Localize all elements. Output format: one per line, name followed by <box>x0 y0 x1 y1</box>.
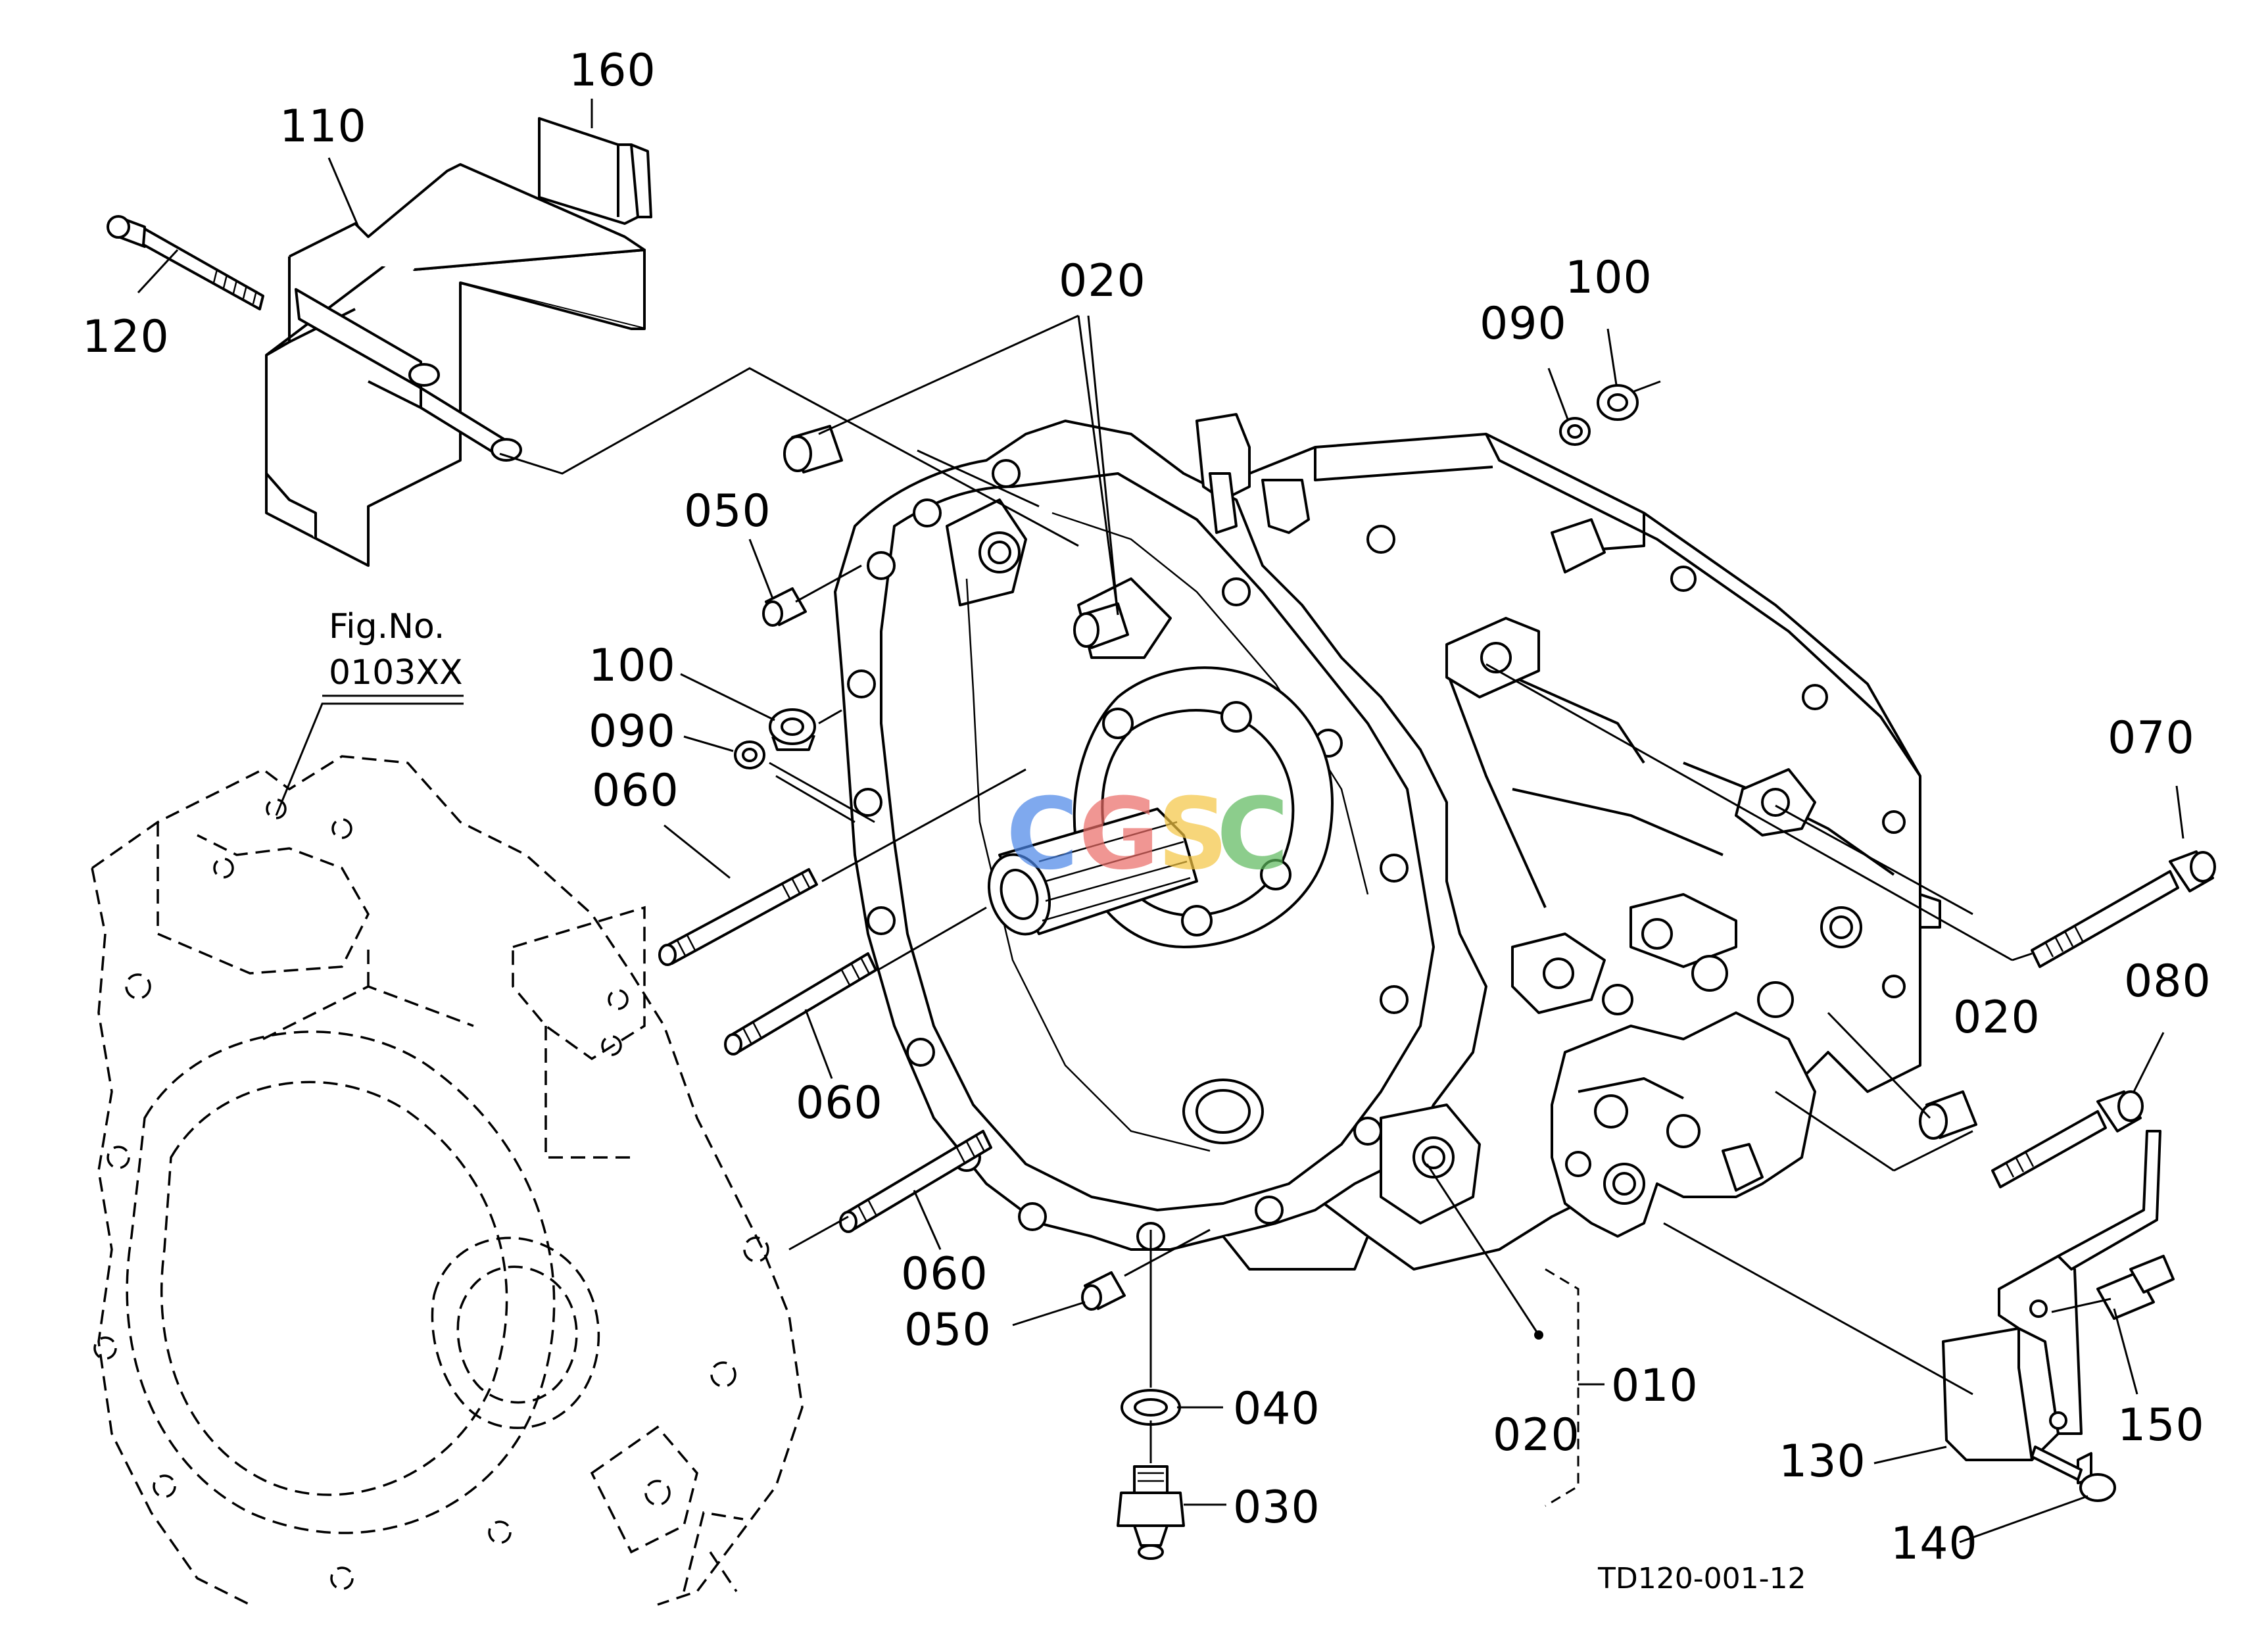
watermark-letter: S <box>1157 777 1228 892</box>
washer-090-right <box>1559 417 1591 446</box>
pin-050-bottom <box>1081 1271 1126 1311</box>
callout-150: 150 <box>2117 1399 2205 1451</box>
callout-060-a: 060 <box>592 765 679 817</box>
callout-130: 130 <box>1779 1436 1866 1488</box>
fig-ref-line2: 0103XX <box>329 653 463 692</box>
cover-110 <box>265 163 646 567</box>
fig-ref-line1: Fig.No. <box>329 607 445 646</box>
callout-090-right: 090 <box>1480 298 1567 350</box>
seal-040 <box>1121 1389 1181 1426</box>
drain-plug-030 <box>1117 1465 1185 1560</box>
callout-labels: 160 110 120 020 090 100 050 100 090 060 … <box>82 45 2211 1570</box>
stud-060-b <box>724 952 877 1056</box>
callout-060-c: 060 <box>901 1248 988 1300</box>
bushing-020-right <box>1919 1090 1977 1140</box>
bushing-020-top <box>783 425 843 473</box>
transmission-case <box>834 413 1941 1271</box>
callout-120: 120 <box>82 311 170 363</box>
stud-060-c <box>839 1130 992 1233</box>
bolt-120 <box>107 215 264 310</box>
callout-010: 010 <box>1611 1360 1699 1412</box>
callout-140: 140 <box>1891 1518 1978 1570</box>
bolt-140 <box>2031 1445 2116 1502</box>
leader-lines <box>137 99 2184 1543</box>
watermark-logo: C G S C <box>1006 777 1289 892</box>
callout-100-left: 100 <box>589 640 676 692</box>
callout-040: 040 <box>1233 1383 1320 1435</box>
callout-110: 110 <box>279 101 367 153</box>
drawing-code: TD120-001-12 <box>1597 1562 1806 1595</box>
pad-160 <box>538 117 652 225</box>
washer-090-left <box>734 740 765 769</box>
stud-060-a <box>658 868 818 966</box>
bracket-130 <box>1942 1130 2161 1461</box>
callout-020-right: 020 <box>1953 992 2040 1044</box>
fitting-150 <box>2096 1255 2175 1320</box>
bolt-080 <box>1991 1090 2144 1188</box>
callout-070: 070 <box>2108 712 2195 764</box>
nut-100-right <box>1597 384 1639 421</box>
bushing-020-mid <box>1073 602 1129 649</box>
callout-090-left: 090 <box>589 706 676 758</box>
watermark-letter: G <box>1078 777 1159 892</box>
callout-020-top: 020 <box>1059 255 1146 307</box>
callout-060-b: 060 <box>796 1077 883 1129</box>
flywheel-housing-reference <box>91 755 804 1606</box>
pin-050-top <box>762 587 807 627</box>
callout-020-bottom: 020 <box>1493 1409 1580 1461</box>
callout-030: 030 <box>1233 1482 1320 1534</box>
callout-050-top: 050 <box>684 485 771 537</box>
watermark-letter: C <box>1217 777 1289 892</box>
callout-100-right: 100 <box>1565 252 1653 304</box>
callout-050-bottom: 050 <box>904 1304 992 1356</box>
watermark-letter: C <box>1006 777 1078 892</box>
callout-160: 160 <box>569 45 656 97</box>
bolt-070 <box>2031 850 2216 968</box>
nut-100-left <box>769 708 816 751</box>
callout-080: 080 <box>2124 956 2211 1007</box>
